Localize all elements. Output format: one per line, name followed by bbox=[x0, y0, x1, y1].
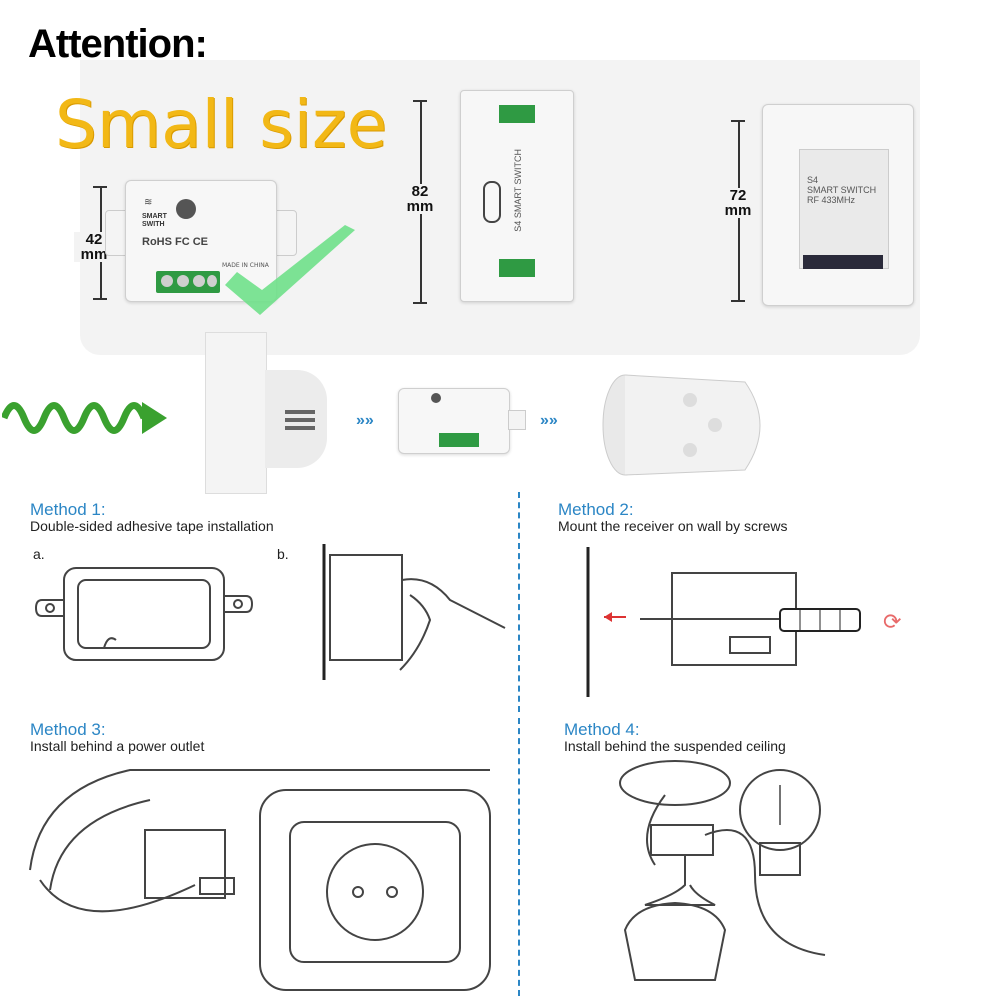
divider bbox=[518, 492, 520, 712]
dimension-cap bbox=[731, 120, 745, 122]
s4-smart-switch: S4 SMART SWITCH bbox=[460, 90, 574, 302]
ceiling-illustration bbox=[619, 760, 826, 981]
button-icon bbox=[176, 199, 196, 219]
attention-heading: Attention: bbox=[28, 22, 208, 66]
check-mark-icon bbox=[225, 225, 355, 315]
dimension-cap bbox=[413, 100, 427, 102]
mounting-ear bbox=[508, 410, 526, 430]
junction-box bbox=[602, 374, 761, 476]
dimension-cap bbox=[93, 186, 107, 188]
step-b-label: b. bbox=[277, 546, 289, 562]
terminal-block bbox=[156, 271, 220, 293]
rotate-icon: ⟳ bbox=[883, 610, 901, 635]
method-1-subtitle: Double-sided adhesive tape installation bbox=[30, 518, 274, 534]
mini-smart-switch-small bbox=[398, 388, 510, 454]
wireless-signal-icon bbox=[2, 402, 167, 434]
dimension-cap bbox=[93, 298, 107, 300]
arrow-icon: »» bbox=[356, 412, 374, 429]
wall-switch-panel bbox=[205, 332, 267, 494]
divider bbox=[518, 718, 520, 996]
method-2-subtitle: Mount the receiver on wall by screws bbox=[558, 518, 788, 534]
method-2-title: Method 2: bbox=[558, 500, 634, 519]
method-3-title: Method 3: bbox=[30, 720, 106, 739]
method-1-title: Method 1: bbox=[30, 500, 106, 519]
method-4-title: Method 4: bbox=[564, 720, 640, 739]
dimension-cap bbox=[413, 302, 427, 304]
wall-switch-body bbox=[265, 370, 327, 468]
method-3-subtitle: Install behind a power outlet bbox=[30, 738, 205, 754]
method-4-subtitle: Install behind the suspended ceiling bbox=[564, 738, 786, 754]
dimension-cap bbox=[731, 300, 745, 302]
press-to-wall-illustration bbox=[322, 544, 506, 680]
antenna-icon bbox=[483, 181, 501, 223]
screw-mount-illustration: ⟳ bbox=[586, 547, 901, 697]
small-size-title: Small size bbox=[55, 86, 388, 163]
step-a-label: a. bbox=[33, 546, 45, 562]
arrow-icon: »» bbox=[540, 412, 558, 429]
terminal-block bbox=[803, 255, 883, 269]
power-outlet-illustration bbox=[29, 769, 491, 991]
device-face bbox=[799, 149, 889, 269]
terminal-block bbox=[499, 105, 535, 123]
tape-illustration bbox=[34, 567, 254, 661]
wifi-icon: ≋ bbox=[144, 197, 153, 208]
made-in-label: MADE IN CHINA bbox=[222, 262, 269, 269]
cert-marks: RoHS FC CE bbox=[142, 236, 208, 248]
terminal-block bbox=[499, 259, 535, 277]
device-label: S4 SMART SWITCH bbox=[513, 149, 523, 232]
